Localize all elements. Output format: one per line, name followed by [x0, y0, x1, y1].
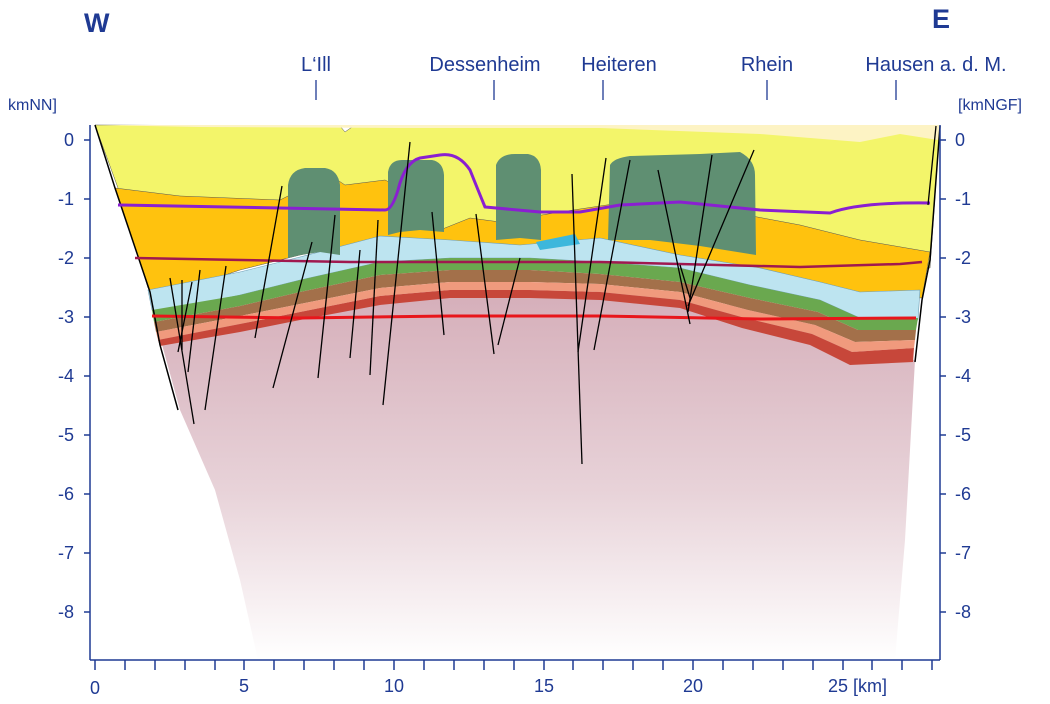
left-tick-labels: 0 -1 -2 -3 -4 -5 -6 -7 -8 — [58, 130, 74, 622]
west-label: W — [84, 8, 110, 38]
x-tick-20: 20 — [683, 676, 703, 696]
x-tick-10: 10 — [384, 676, 404, 696]
left-axis — [84, 125, 91, 660]
left-tick-1: -1 — [58, 189, 74, 209]
horizon-lines — [117, 153, 931, 321]
right-tick-7: -7 — [955, 543, 971, 563]
location-label-dessenheim: Dessenheim — [429, 54, 540, 76]
cyan-lens — [536, 234, 580, 250]
salt-dome-1 — [288, 168, 340, 258]
x-tick-15: 15 — [534, 676, 554, 696]
east-label: E — [932, 4, 950, 34]
right-boundary — [914, 125, 941, 363]
location-labels: L‘Ill Dessenheim Heiteren Rhein Hausen a… — [301, 54, 1007, 100]
left-tick-7: -7 — [58, 543, 74, 563]
right-axis — [939, 125, 946, 660]
purple-horizon — [117, 153, 931, 215]
left-axis-unit: kmNN] — [8, 97, 57, 114]
left-tick-8: -8 — [58, 602, 74, 622]
salmon-layer — [156, 282, 915, 352]
dark-red-layer — [158, 290, 914, 365]
magenta-horizon — [134, 256, 923, 269]
left-tick-2: -2 — [58, 248, 74, 268]
x-tick-25-km: 25 [km] — [828, 676, 887, 696]
right-tick-2: -2 — [955, 248, 971, 268]
right-tick-5: -5 — [955, 425, 971, 445]
right-axis-unit: [kmNGF] — [958, 97, 1022, 114]
salt-dome-3 — [496, 154, 541, 240]
geology-layers — [94, 124, 941, 660]
left-tick-4: -4 — [58, 366, 74, 386]
right-tick-0: 0 — [955, 130, 965, 150]
right-tick-6: -6 — [955, 484, 971, 504]
right-tick-8: -8 — [955, 602, 971, 622]
left-tick-6: -6 — [58, 484, 74, 504]
right-tick-4: -4 — [955, 366, 971, 386]
right-tick-1: -1 — [955, 189, 971, 209]
left-tick-3: -3 — [58, 307, 74, 327]
left-tick-0: 0 — [64, 130, 74, 150]
location-label-ill: L‘Ill — [301, 54, 331, 76]
left-boundary — [94, 124, 179, 411]
red-horizon — [151, 314, 917, 321]
left-tick-5: -5 — [58, 425, 74, 445]
right-tick-3: -3 — [955, 307, 971, 327]
location-label-hausen: Hausen a. d. M. — [865, 54, 1006, 76]
basement-block — [158, 290, 915, 660]
bottom-axis — [90, 659, 940, 670]
fault-lines — [169, 125, 937, 465]
green-layer — [152, 258, 918, 330]
x-tick-5: 5 — [239, 676, 249, 696]
x-tick-0: 0 — [90, 678, 100, 698]
right-tick-labels: 0 -1 -2 -3 -4 -5 -6 -7 -8 — [955, 130, 971, 622]
location-label-heiteren: Heiteren — [581, 54, 657, 76]
pale-topsoil — [96, 125, 940, 142]
brown-layer — [154, 270, 916, 342]
location-label-rhein: Rhein — [741, 54, 793, 76]
x-tick-labels: 0 5 10 15 20 25 [km] — [90, 676, 887, 698]
